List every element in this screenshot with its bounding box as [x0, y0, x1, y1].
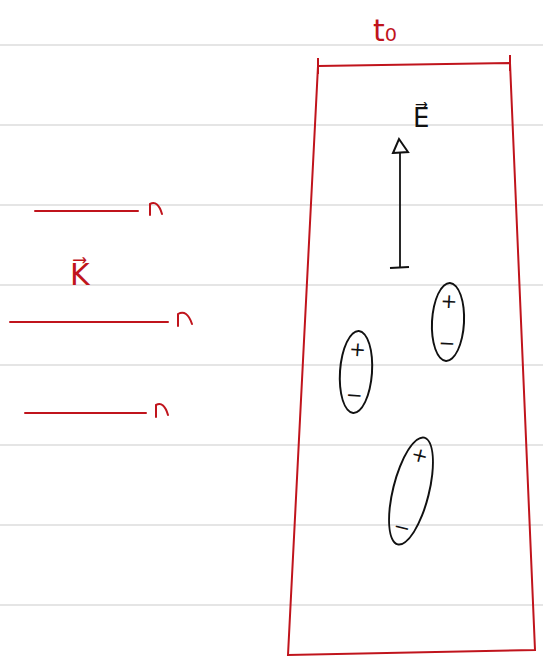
field-label: E⃗ — [413, 104, 429, 133]
charge-sign: + — [348, 337, 366, 360]
charge-sign: + — [409, 442, 431, 467]
dipole-ellipse: +− — [336, 329, 376, 415]
wave-vector-arrows — [10, 203, 192, 417]
charge-sign: − — [391, 514, 413, 539]
dielectric-slab: t₀E⃗+−+−+− — [285, 60, 540, 658]
wave-vector-label: K⃗ — [70, 258, 90, 291]
field-arrow — [390, 139, 409, 268]
dipole-ellipse: +− — [429, 281, 467, 363]
thickness-label: t₀ — [373, 14, 397, 47]
charge-sign: − — [438, 332, 456, 355]
dipole-ellipse: +− — [379, 432, 443, 550]
charge-sign: − — [345, 383, 363, 406]
slab-outline — [285, 60, 540, 658]
charge-sign: + — [440, 290, 458, 313]
